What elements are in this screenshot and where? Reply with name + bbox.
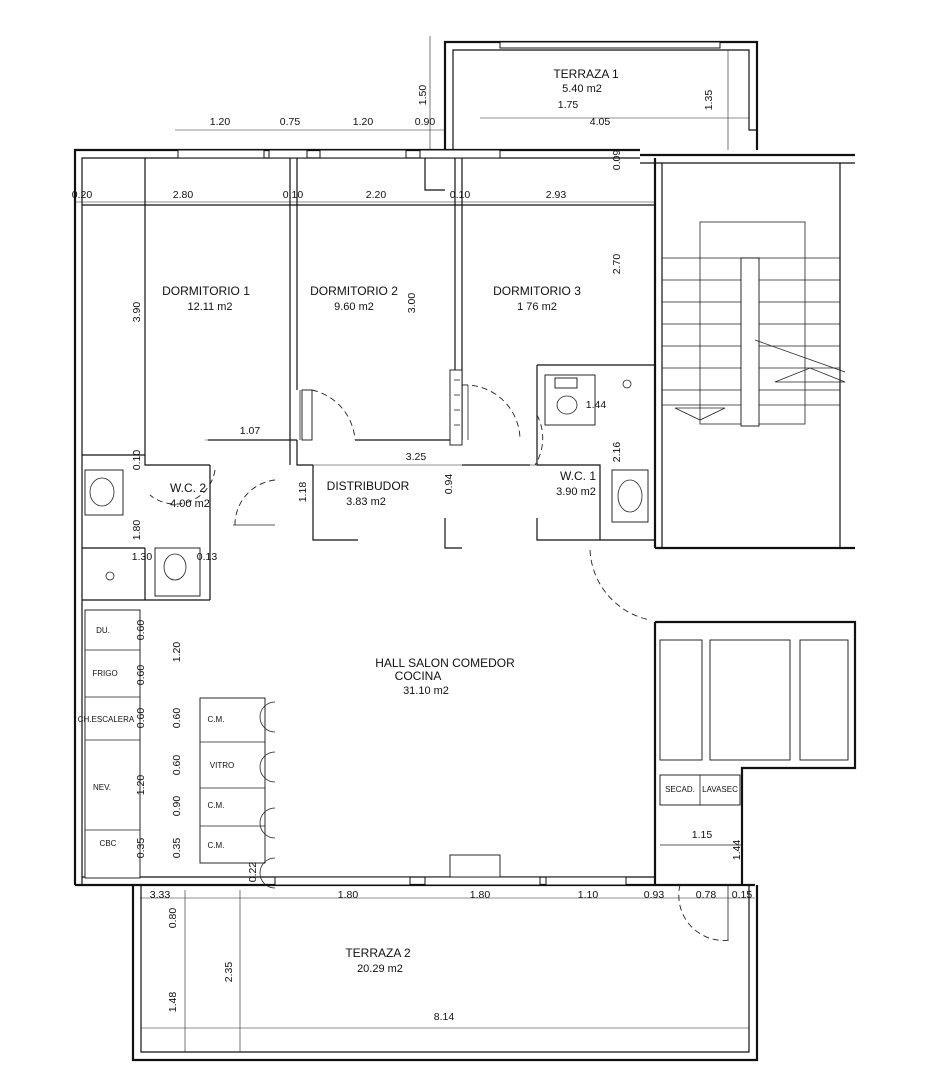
terraza-1-name: TERRAZA 1 [553,67,619,81]
terraza-1 [429,36,759,150]
stairs [662,221,846,427]
dim-label: 0.80 [167,908,179,929]
dormitorio-3-area: 1 76 m2 [517,301,557,313]
dim-label: 1.30 [132,551,153,563]
dim-label: 0.60 [135,620,147,641]
dim-label: 1.75 [558,99,579,111]
dim-label: 0.10 [283,189,304,201]
dim-label: 1.80 [131,520,143,541]
dormitorio-1-name: DORMITORIO 1 [162,284,250,298]
dim-label: 2.80 [173,189,194,201]
fixture-label-secadora: SECAD. [665,785,695,794]
dim-label: 0.75 [280,116,301,128]
wc-1-area: 3.90 m2 [556,486,596,498]
fixture-label-escalera: CH.ESCALERA [78,715,135,724]
dim-label: 1.18 [297,482,309,503]
dim-label: 1.35 [703,90,715,111]
fixture-label-du: DU. [96,626,110,635]
wc-2-area: 4.00 m2 [170,498,210,510]
dim-label: 0.60 [171,755,183,776]
fixture-label-frigo: FRIGO [92,669,117,678]
dim-label: 1.50 [417,85,429,106]
dim-label: 0.60 [135,665,147,686]
fixture-label-cm-1: C.M. [208,715,225,724]
interior-walls [82,158,655,601]
dim-label: 0.15 [732,889,753,901]
dim-label: 1.20 [171,642,183,663]
dim-label: 0.09 [611,150,623,171]
dim-label: 3.33 [150,889,171,901]
fixture-label-cm-2: C.M. [208,801,225,810]
dim-label: 1.07 [240,425,261,437]
distribuidor-name: DISTRIBUDOR [327,479,410,493]
dim-label: 0.22 [247,862,259,883]
dim-label: 0.20 [72,189,93,201]
dim-label: 1.20 [210,116,231,128]
dimension-labels: 1.20 0.75 1.20 0.90 1.50 1.75 4.05 1.35 … [72,85,753,1023]
dim-label: 0.60 [135,708,147,729]
dim-label: 1.48 [167,992,179,1013]
dormitorio-3-name: DORMITORIO 3 [493,284,581,298]
exterior-walls [73,148,857,887]
dim-label: 0.60 [171,708,183,729]
dim-label: 0.10 [131,450,143,471]
room-labels: TERRAZA 1 5.40 m2 DORMITORIO 1 12.11 m2 … [162,67,619,975]
dim-label: 1.44 [586,399,607,411]
dormitorio-2-area: 9.60 m2 [334,301,374,313]
dim-label: 0.78 [696,889,717,901]
dim-label: 0.35 [171,838,183,859]
wc-1-name: W.C. 1 [560,469,596,483]
dim-label: 1.10 [578,889,599,901]
dim-label: 1.20 [135,775,147,796]
fixture-label-cbc: CBC [100,839,117,848]
hall-name-line-2: COCINA [395,669,442,683]
bathroom-fixtures [84,374,849,889]
fixture-labels: DU. FRIGO CH.ESCALERA NEV. CBC C.M. VITR… [78,626,738,850]
fixture-label-vitro: VITRO [210,761,234,770]
dim-label: 8.14 [434,1011,455,1023]
dim-label: 1.80 [470,889,491,901]
dim-label: 0.35 [135,838,147,859]
dormitorio-2-name: DORMITORIO 2 [310,284,398,298]
doors [149,384,731,941]
dim-label: 4.05 [590,116,611,128]
dim-label: 0.13 [197,551,218,563]
dim-label: 0.10 [450,189,471,201]
dim-label: 2.93 [546,189,567,201]
dim-label: 0.94 [443,474,455,495]
distribuidor-area: 3.83 m2 [346,496,386,508]
wc-2-name: W.C. 2 [170,481,206,495]
fixture-label-nev: NEV. [93,783,111,792]
dim-label: 1.20 [353,116,374,128]
dim-label: 2.16 [611,442,623,463]
dim-label: 0.90 [415,116,436,128]
hall-area: 31.10 m2 [403,685,449,697]
dim-label: 3.25 [406,451,427,463]
dim-label: 0.93 [644,889,665,901]
dim-label: 2.35 [223,962,235,983]
fixture-label-cm-3: C.M. [208,841,225,850]
dim-label: 0.90 [171,796,183,817]
dim-label: 2.70 [611,254,623,275]
terraza-2-name: TERRAZA 2 [345,946,411,960]
dim-label: 2.20 [366,189,387,201]
terraza-2 [131,885,759,1062]
dim-label: 3.90 [131,302,143,323]
terraza-1-area: 5.40 m2 [562,83,602,95]
dim-label: 1.44 [731,840,743,861]
terraza-2-area: 20.29 m2 [357,963,403,975]
fixture-label-lavasec: LAVASEC [702,785,738,794]
dimension-lines [75,129,755,899]
dim-label: 3.00 [406,293,418,314]
hall-name-line-1: HALL SALON COMEDOR [375,656,515,670]
dim-label: 1.80 [338,889,359,901]
dormitorio-1-area: 12.11 m2 [187,301,232,313]
dim-label: 1.15 [692,829,713,841]
